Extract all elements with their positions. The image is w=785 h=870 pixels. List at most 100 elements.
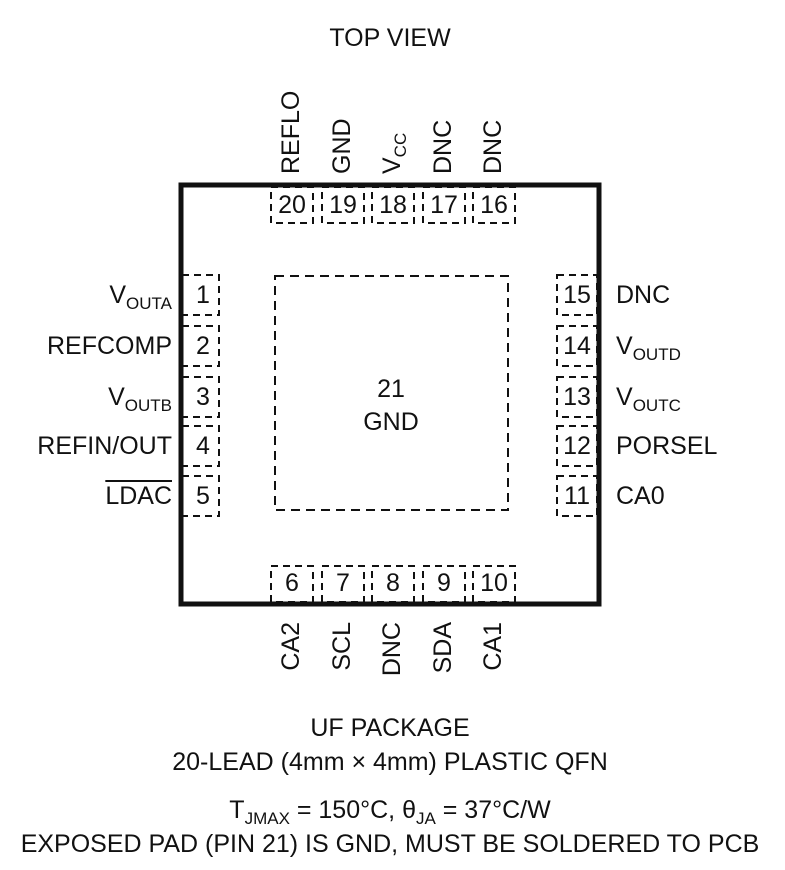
pin-14-name: V <box>616 332 633 360</box>
pin-11-pad <box>556 475 598 517</box>
pin-1-subscript: OUTA <box>126 294 172 313</box>
pin-18-name: V <box>378 157 406 174</box>
pin-9-number: 9 <box>437 569 451 597</box>
pin-17-name-wrap: DNC <box>429 120 457 174</box>
pin-2-name-wrap: REFCOMP <box>47 334 172 359</box>
pin-6-name-wrap: CA2 <box>277 622 305 671</box>
pin-18-pad <box>371 186 415 224</box>
theta-subscript: JA <box>415 809 436 828</box>
pin-5-pad <box>181 475 220 517</box>
pin-20-name: REFLO <box>277 90 305 174</box>
pin-17-number: 17 <box>430 191 458 219</box>
tj-value: = 150°C, <box>289 796 403 824</box>
pin-14-pad <box>556 325 598 367</box>
pin-9-name-wrap: SDA <box>429 622 457 673</box>
pin-18-subscript: CC <box>391 132 410 158</box>
pin-12-pad <box>556 425 598 467</box>
pin-14-number: 14 <box>563 332 591 360</box>
pin-16-name-wrap: DNC <box>479 120 507 174</box>
pin-2-label: REFCOMP <box>47 332 172 360</box>
pin-3-subscript: OUTB <box>124 396 172 415</box>
tj-symbol: T <box>229 796 245 824</box>
pin-2-pad <box>181 325 220 367</box>
pin-7-number: 7 <box>336 569 350 597</box>
pin-4-pad <box>181 425 220 467</box>
pin-1-name-wrap: VOUTA <box>109 281 172 313</box>
pin-11-label: CA0 <box>616 482 665 510</box>
pin-19-name-wrap: GND <box>328 118 356 174</box>
theta-symbol: θ <box>402 796 416 824</box>
pin-5-label: LDAC <box>105 482 172 510</box>
pin-20-number: 20 <box>278 191 306 219</box>
pin-5-name-wrap: LDAC <box>105 484 172 509</box>
pin-7-label: SCL <box>328 622 356 671</box>
pin-19-pad <box>321 186 365 224</box>
pin-4-number: 4 <box>196 432 210 460</box>
pin-4-label: REFIN/OUT <box>37 432 172 460</box>
pin-20-label: REFLO <box>277 91 305 174</box>
exposed-pad-note: EXPOSED PAD (PIN 21) IS GND, MUST BE SOL… <box>20 830 760 858</box>
pin-13-number: 13 <box>563 383 591 411</box>
pin-1-label: VOUTA <box>109 281 172 313</box>
pin-15-label: DNC <box>616 281 670 309</box>
exposed-pad-name: GND <box>363 408 419 436</box>
pin-12-number: 12 <box>563 432 591 460</box>
pin-11-number: 11 <box>564 482 590 510</box>
pin-14-name-wrap: VOUTD <box>616 332 681 364</box>
pin-6-number: 6 <box>285 569 299 597</box>
exposed-pad-number: 21 <box>377 375 405 403</box>
pin-19-name: GND <box>328 118 356 174</box>
exposed-pad-outline <box>274 275 509 511</box>
pin-16-label: DNC <box>479 120 507 174</box>
pin-15-number: 15 <box>563 281 591 309</box>
pin-3-pad <box>181 376 220 418</box>
pin-8-label: DNC <box>378 622 406 676</box>
pin-3-name-wrap: VOUTB <box>108 383 172 415</box>
pin-16-number: 16 <box>480 191 508 219</box>
pin-6-label: CA2 <box>277 622 305 671</box>
pin-10-name: CA1 <box>479 622 507 671</box>
pin-16-name: DNC <box>479 119 507 174</box>
pin-15-name-wrap: DNC <box>616 283 670 308</box>
package-description: 20-LEAD (4mm × 4mm) PLASTIC QFN <box>172 748 608 776</box>
pin-18-name-wrap: VCC <box>378 133 410 174</box>
pin-13-label: VOUTC <box>616 383 681 415</box>
pin-7-name-wrap: SCL <box>328 622 356 671</box>
pin-17-label: DNC <box>429 120 457 174</box>
diagram-title: TOP VIEW <box>329 24 451 52</box>
pin-11-name-wrap: CA0 <box>616 484 665 509</box>
pin-13-subscript: OUTC <box>632 396 681 415</box>
pin-10-number: 10 <box>480 569 508 597</box>
pin-12-name: PORSEL <box>616 432 718 460</box>
pin-6-pad <box>270 565 314 603</box>
pin-13-name: V <box>616 383 633 411</box>
pin-pad-outlines <box>181 186 598 603</box>
pin-7-name: SCL <box>328 622 356 671</box>
pin-3-name: V <box>108 383 125 411</box>
pin-20-pad <box>270 186 314 224</box>
pin-2-number: 2 <box>196 332 210 360</box>
pin-7-pad <box>321 565 365 603</box>
pin-15-name: DNC <box>616 281 671 309</box>
pin-8-pad <box>371 565 415 603</box>
pin-5-number: 5 <box>196 482 210 510</box>
pin-14-label: VOUTD <box>616 332 681 364</box>
pin-2-name: REFCOMP <box>47 332 172 360</box>
tj-subscript: JMAX <box>244 809 290 828</box>
pin-4-name: REFIN/OUT <box>37 432 172 460</box>
pin-1-number: 1 <box>196 281 210 309</box>
pin-14-subscript: OUTD <box>632 345 681 364</box>
pin-10-pad <box>472 565 516 603</box>
theta-value: = 37°C/W <box>435 796 551 824</box>
thermal-spec: TJMAX = 150°C, θJA = 37°C/W <box>229 796 551 828</box>
pin-3-number: 3 <box>196 383 210 411</box>
pin-18-number: 18 <box>379 191 407 219</box>
pin-9-label: SDA <box>429 622 457 673</box>
pin-3-label: VOUTB <box>108 383 172 415</box>
pin-19-label: GND <box>328 118 356 174</box>
pin-12-name-wrap: PORSEL <box>616 434 717 459</box>
pin-12-label: PORSEL <box>616 432 717 460</box>
pin-8-number: 8 <box>386 569 400 597</box>
pin-6-name: CA2 <box>277 622 305 671</box>
